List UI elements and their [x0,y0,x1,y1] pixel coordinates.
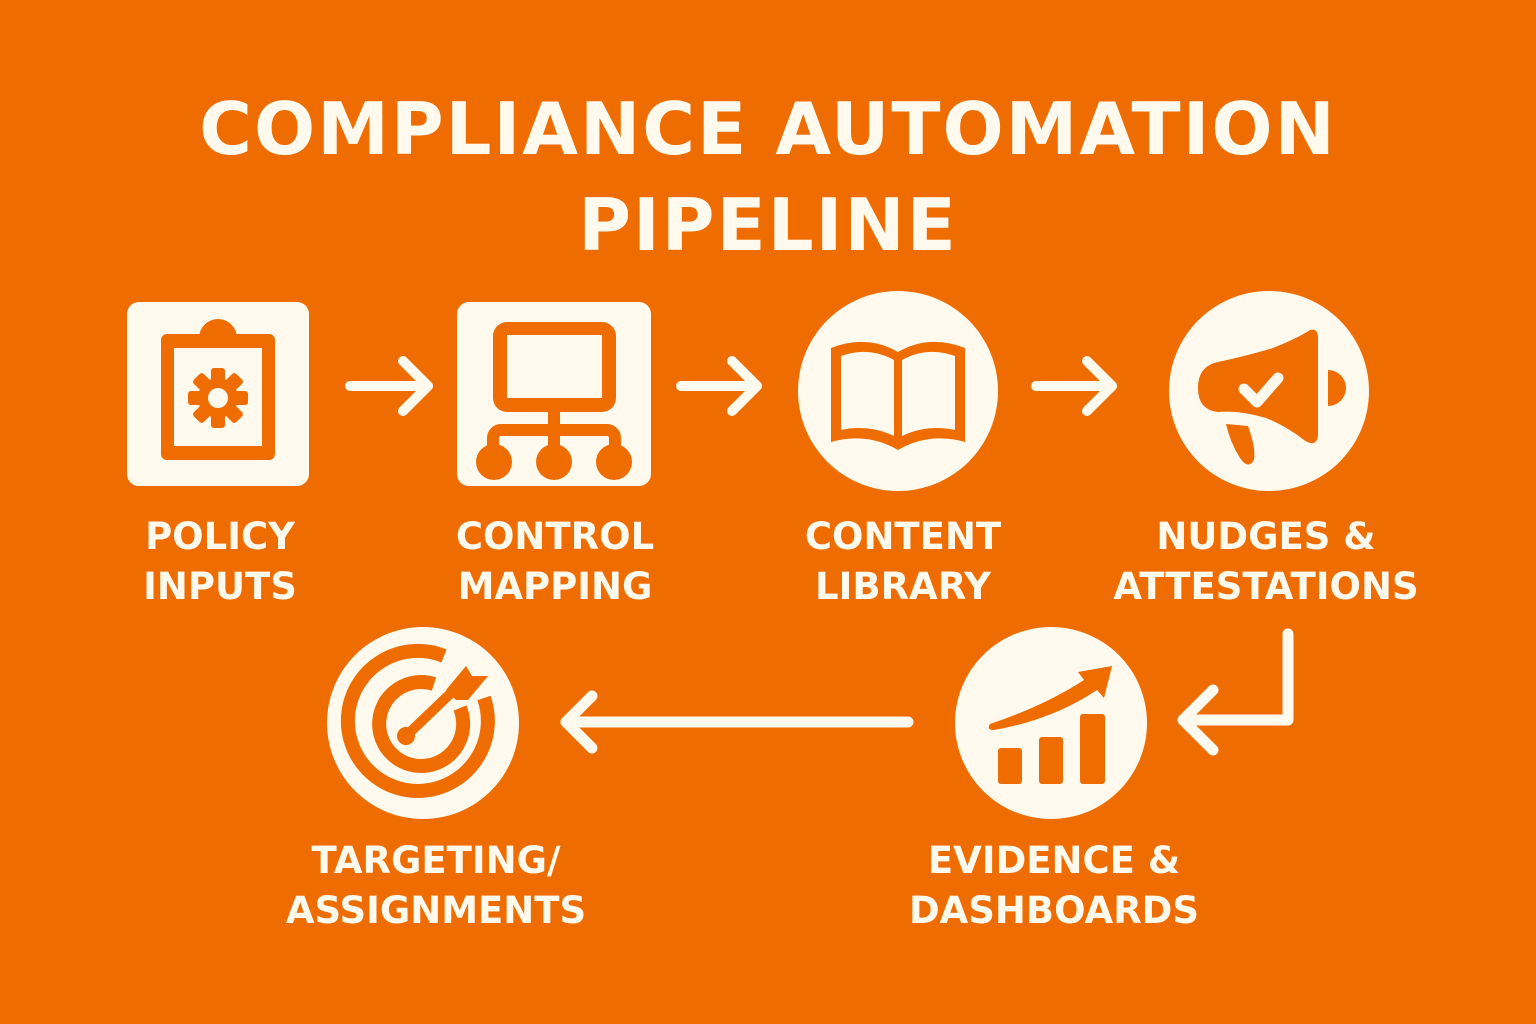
megaphone-check-icon [1169,291,1369,491]
bar-chart-trend-icon [955,627,1147,819]
step-label: CONTROL MAPPING [456,512,654,612]
step-label-line-2: INPUTS [143,565,297,608]
step-label-line-1: TARGETING/ [311,839,561,882]
page-title-line-2: PIPELINE [578,183,958,267]
step-label-line-1: POLICY [145,515,295,558]
step-label-line-2: DASHBOARDS [908,889,1200,932]
target-arrow-icon [327,627,519,819]
arrow-right-icon [345,356,433,416]
hierarchy-network-icon [457,302,651,486]
step-label: TARGETING/ ASSIGNMENTS [286,836,586,936]
step-label-line-2: MAPPING [457,565,653,608]
clipboard-gear-icon [127,302,309,486]
step-label-line-1: NUDGES & [1156,515,1376,558]
step-label: CONTENT LIBRARY [805,512,1001,612]
step-label-line-2: ASSIGNMENTS [285,889,587,932]
step-label: NUDGES & ATTESTATIONS [1113,512,1418,612]
page-title-line-1: COMPLIANCE AUTOMATION [199,87,1337,171]
step-label-line-2: LIBRARY [815,565,991,608]
step-label-line-1: CONTROL [455,515,655,558]
step-label-line-1: CONTENT [804,515,1002,558]
step-label: EVIDENCE & DASHBOARDS [909,836,1199,936]
step-label-line-1: EVIDENCE & [927,839,1181,882]
open-book-icon [798,291,998,491]
step-label: POLICY INPUTS [143,512,297,612]
step-label-line-2: ATTESTATIONS [1113,565,1419,608]
